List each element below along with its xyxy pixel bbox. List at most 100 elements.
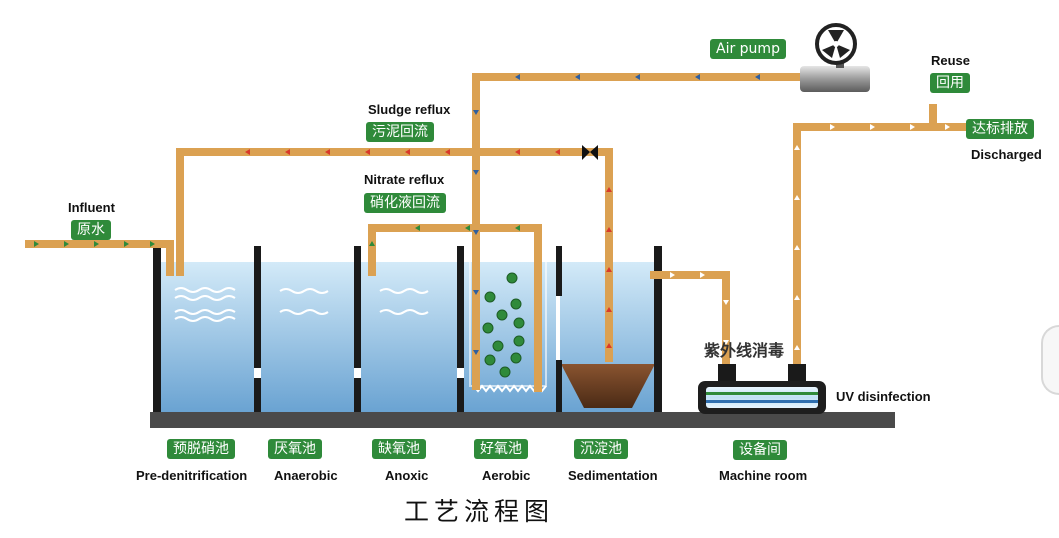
reuse-label-cn: 回用 bbox=[930, 73, 970, 93]
tank-label-cn-sedimentation: 沉淀池 bbox=[574, 439, 628, 459]
flow-arrow-icon bbox=[415, 225, 420, 231]
flow-arrow-icon bbox=[365, 149, 370, 155]
flow-arrow-icon bbox=[575, 74, 580, 80]
flow-arrow-icon bbox=[405, 149, 410, 155]
tank-label-en-anaerobic: Anaerobic bbox=[274, 468, 338, 483]
tank-label-en-aerobic: Aerobic bbox=[482, 468, 531, 483]
bio-carrier-icon bbox=[510, 352, 522, 364]
sludge-reflux-label-en: Sludge reflux bbox=[368, 102, 451, 117]
water-anoxic bbox=[361, 262, 457, 412]
nitrate-reflux-label-cn: 硝化液回流 bbox=[364, 193, 446, 213]
flow-arrow-icon bbox=[794, 245, 800, 250]
flow-arrow-icon bbox=[606, 227, 612, 232]
flow-arrow-icon bbox=[369, 241, 375, 246]
flow-arrow-icon bbox=[94, 241, 99, 247]
flow-arrow-icon bbox=[606, 187, 612, 192]
reuse-label-en: Reuse bbox=[931, 53, 971, 68]
tank-label-cn-pre-denitrification: 预脱硝池 bbox=[167, 439, 235, 459]
diagram-title: 工艺流程图 bbox=[404, 497, 555, 526]
valve-icon bbox=[582, 145, 598, 160]
flow-arrow-icon bbox=[945, 124, 950, 130]
nitrate-reflux-label-en: Nitrate reflux bbox=[364, 172, 445, 187]
wall-3-lower bbox=[457, 378, 464, 412]
wall-1-lower bbox=[254, 378, 261, 412]
flow-arrow-icon bbox=[635, 74, 640, 80]
flow-arrow-icon bbox=[473, 230, 479, 235]
flow-arrow-icon bbox=[150, 241, 155, 247]
bio-carrier-icon bbox=[484, 354, 496, 366]
tank-label-en-sedimentation: Sedimentation bbox=[568, 468, 658, 483]
flow-arrows-nitrate bbox=[369, 225, 520, 246]
tank-base bbox=[150, 412, 895, 428]
air-pipe bbox=[472, 73, 804, 390]
flow-arrow-icon bbox=[695, 74, 700, 80]
water-waves bbox=[174, 287, 429, 322]
flow-arrow-icon bbox=[285, 149, 290, 155]
influent-pipe bbox=[25, 240, 174, 276]
bio-carrier-icon bbox=[492, 340, 504, 352]
discharged-label-en: Discharged bbox=[971, 147, 1042, 162]
sludge-reflux-pipe bbox=[176, 148, 613, 362]
flow-arrow-icon bbox=[794, 195, 800, 200]
tank-label-cn-anaerobic: 厌氧池 bbox=[268, 439, 322, 459]
bio-carrier-icon bbox=[484, 291, 496, 303]
flow-arrow-icon bbox=[473, 290, 479, 295]
tank-label-cn-anoxic: 缺氧池 bbox=[372, 439, 426, 459]
uv-outlet-pipe bbox=[793, 123, 966, 382]
flow-arrow-icon bbox=[555, 149, 560, 155]
air-pump-icon bbox=[800, 23, 870, 92]
flow-arrow-icon bbox=[473, 170, 479, 175]
sludge-hopper bbox=[561, 364, 655, 408]
flow-arrow-icon bbox=[723, 340, 729, 345]
flow-arrow-icon bbox=[515, 74, 520, 80]
air-pump-label: Air pump bbox=[710, 39, 786, 59]
flow-arrow-icon bbox=[64, 241, 69, 247]
discharged-label-cn: 达标排放 bbox=[966, 119, 1034, 139]
wall-1-upper bbox=[254, 246, 261, 368]
wall-2-lower bbox=[354, 378, 361, 412]
flow-arrow-icon bbox=[34, 241, 39, 247]
flow-arrow-icon bbox=[830, 124, 835, 130]
bio-carriers bbox=[482, 272, 525, 378]
flow-arrow-icon bbox=[794, 145, 800, 150]
flow-arrows-outlet bbox=[670, 124, 950, 350]
flow-arrow-icon bbox=[473, 350, 479, 355]
influent-label-en: Influent bbox=[68, 200, 115, 215]
flow-arrow-icon bbox=[606, 307, 612, 312]
flow-arrow-icon bbox=[606, 343, 612, 348]
flow-arrow-icon bbox=[910, 124, 915, 130]
flow-arrow-icon bbox=[794, 295, 800, 300]
flow-arrows-air bbox=[473, 74, 760, 355]
flow-arrow-icon bbox=[473, 110, 479, 115]
flow-arrow-icon bbox=[794, 345, 800, 350]
tank-label-en-pre-denitrification: Pre-denitrification bbox=[136, 468, 248, 483]
flow-arrow-icon bbox=[870, 124, 875, 130]
wall-3-upper bbox=[457, 246, 464, 368]
flow-arrow-icon bbox=[325, 149, 330, 155]
flow-arrow-icon bbox=[670, 272, 675, 278]
bio-carrier-icon bbox=[513, 335, 525, 347]
sludge-reflux-label-cn: 污泥回流 bbox=[366, 122, 434, 142]
flow-arrow-icon bbox=[755, 74, 760, 80]
wall-2-upper bbox=[354, 246, 361, 368]
water-anaerobic bbox=[261, 262, 354, 412]
sedimentation-outlet-pipe bbox=[650, 271, 730, 382]
nitrate-reflux-pipe bbox=[368, 224, 542, 392]
wall-4 bbox=[556, 246, 562, 296]
flow-arrow-icon bbox=[245, 149, 250, 155]
bio-carrier-icon bbox=[482, 322, 494, 334]
flow-arrow-icon bbox=[515, 149, 520, 155]
water-pre-denitrification bbox=[161, 262, 254, 412]
page-edge-tab[interactable] bbox=[1041, 325, 1059, 395]
bio-carrier-icon bbox=[513, 317, 525, 329]
bio-carrier-icon bbox=[496, 309, 508, 321]
influent-label-cn: 原水 bbox=[71, 220, 111, 240]
flow-arrow-icon bbox=[465, 225, 470, 231]
tank-label-en-anoxic: Anoxic bbox=[385, 468, 429, 483]
uv-unit bbox=[698, 364, 826, 414]
flow-arrows-influent bbox=[34, 241, 155, 247]
flow-arrow-icon bbox=[124, 241, 129, 247]
bio-carrier-icon bbox=[510, 298, 522, 310]
